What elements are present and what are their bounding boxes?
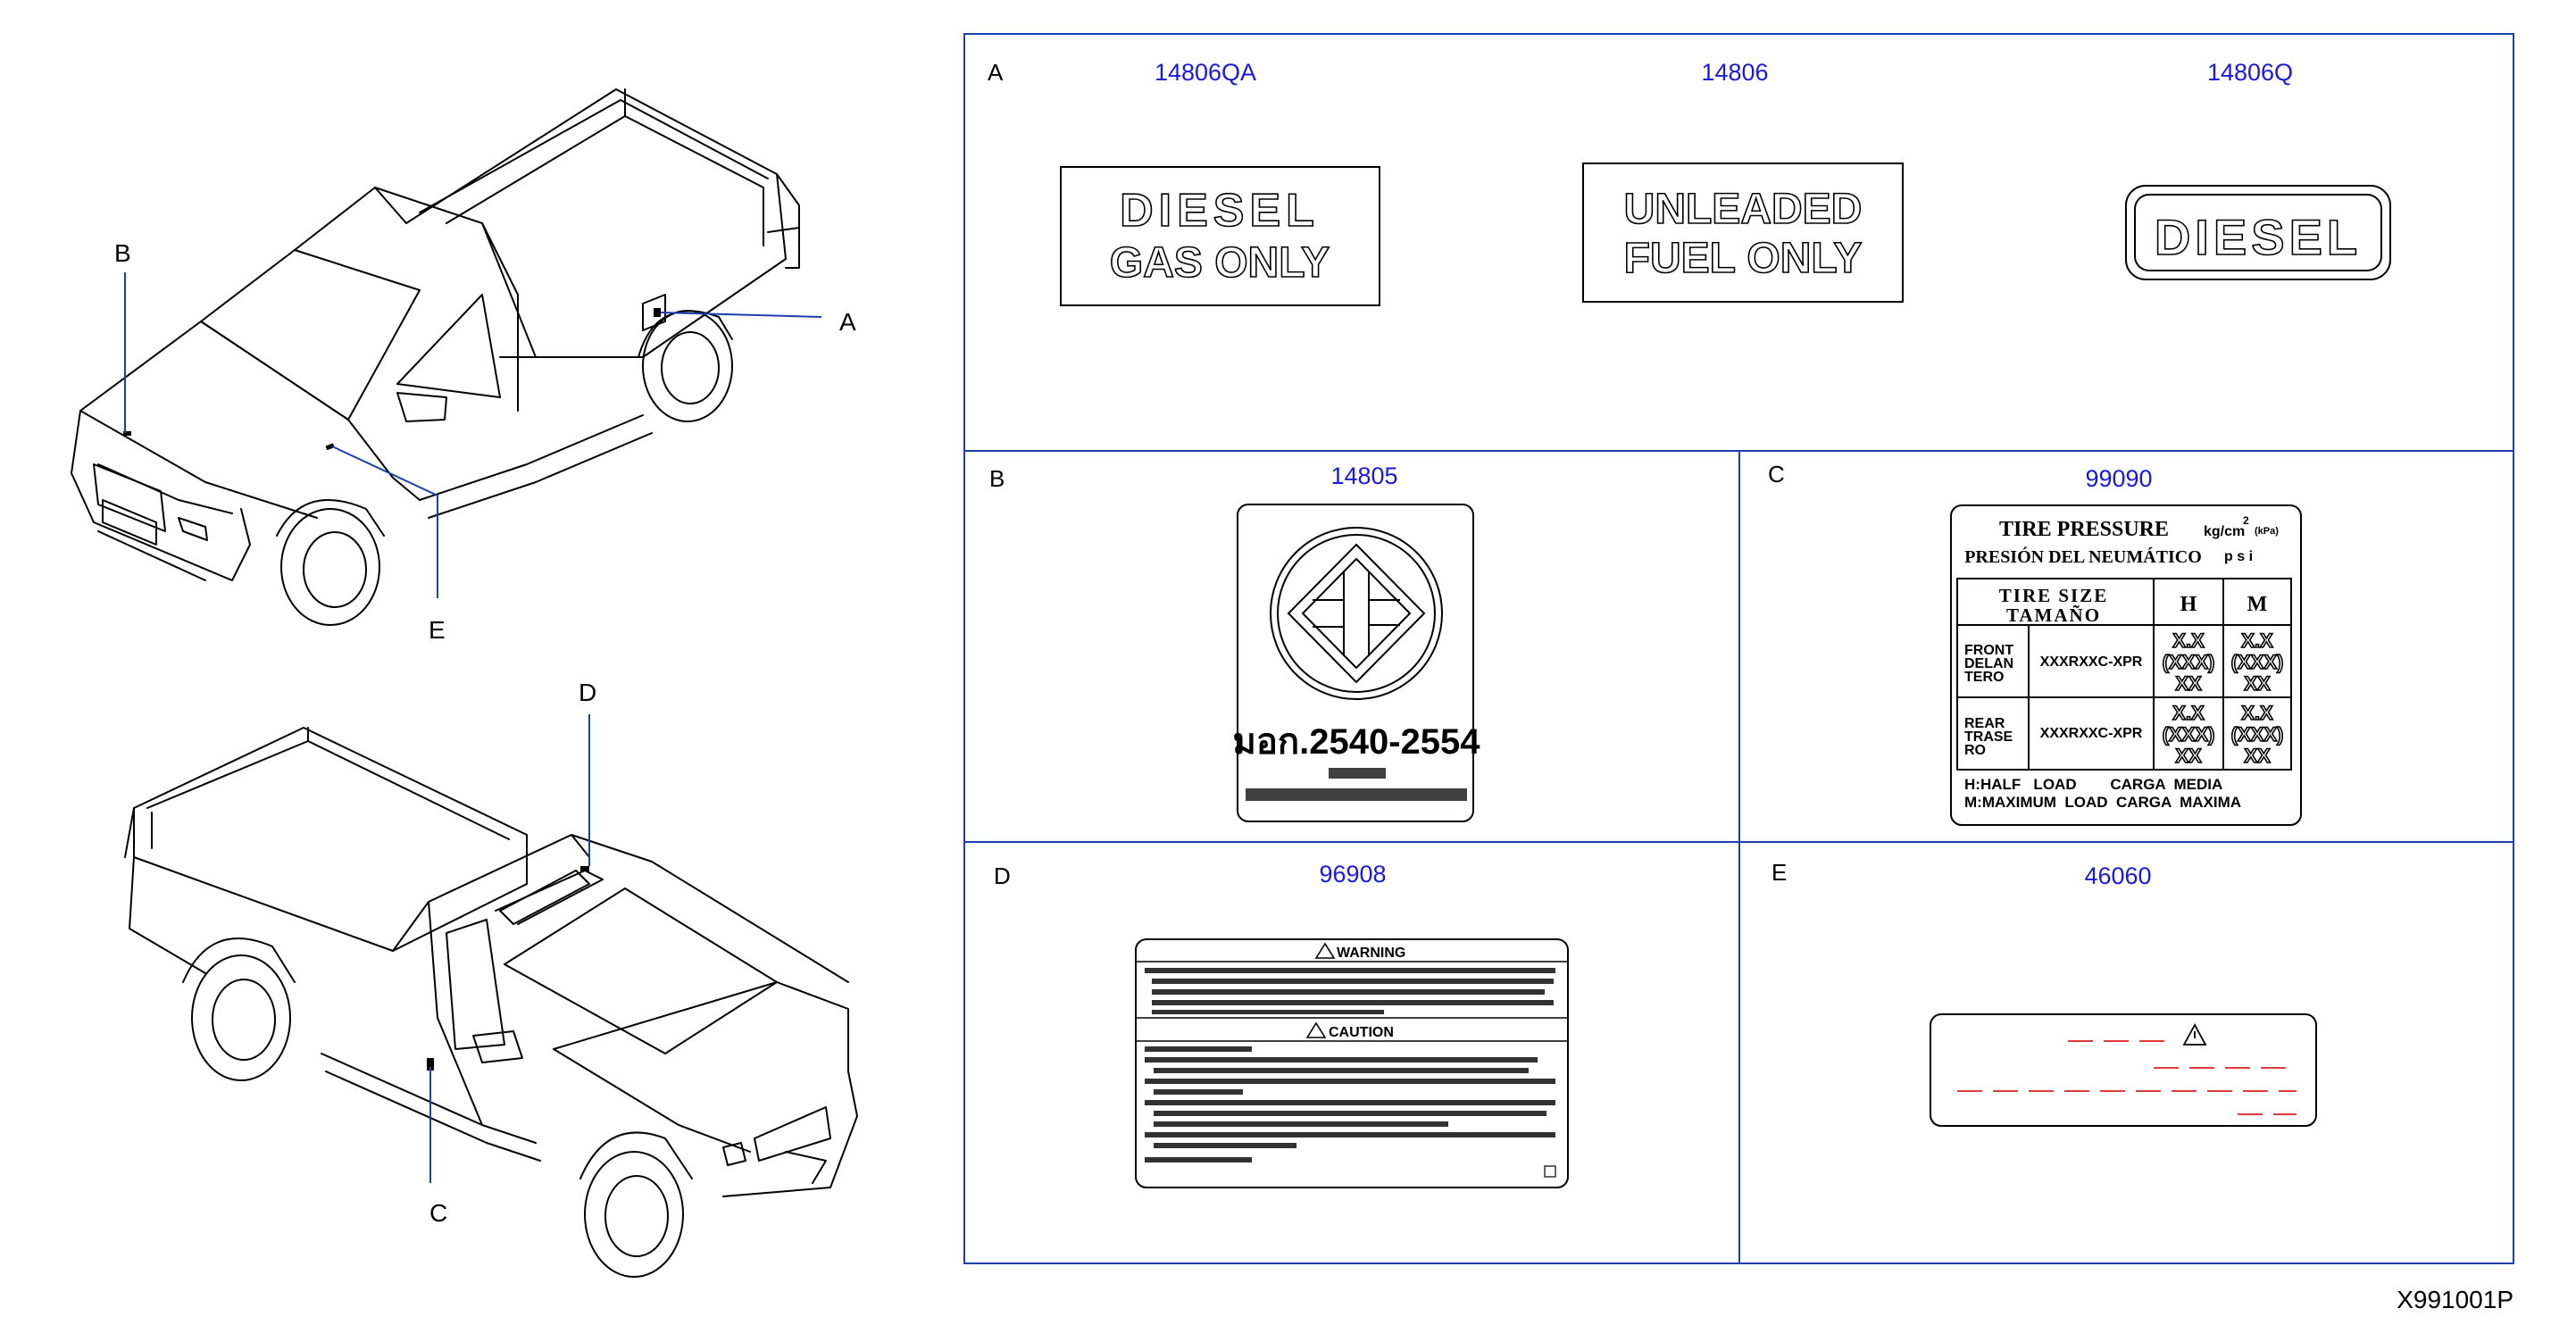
callout-d: D — [579, 679, 596, 706]
tire-title-es: PRESIÓN DEL NEUMÁTICO — [1964, 546, 2202, 567]
panel-e: E 46060 — [1772, 859, 2317, 1127]
col-tire-size-es: TAMAÑO — [2006, 604, 2101, 626]
label-placeholder-lines — [1957, 1040, 2297, 1115]
panel-b: B 14805 มอก.2540-2554 — [989, 462, 1480, 822]
leader-a — [660, 312, 822, 318]
callout-a: A — [839, 308, 856, 336]
label-b-marker — [123, 431, 131, 436]
panel-grid — [963, 33, 2514, 1264]
panel-a: A 14806QA 14806 14806Q DIESEL GAS ONLY U… — [988, 59, 2391, 306]
panel-d: D 96908 WARNING CAUTION — [994, 861, 1569, 1188]
front-h-bot: XX — [2175, 672, 2202, 695]
warning-body-lines — [1145, 968, 1555, 1014]
col-h: H — [2180, 593, 2197, 616]
tire-label-outline — [1950, 504, 2302, 826]
col-m: M — [2247, 593, 2268, 616]
label2-line1: UNLEADED — [1624, 186, 1863, 233]
part-number-46060: 46060 — [2084, 862, 2151, 889]
label2-line2: FUEL ONLY — [1624, 235, 1863, 282]
part-number-14806qa: 14806QA — [1155, 59, 1256, 86]
callout-e: E — [429, 616, 446, 644]
pressure-values: X.X (XXX) XX X.X (XXX) XX X.X (XXX) XX X… — [2162, 629, 2284, 768]
col-tire-size: TIRE SIZE — [1999, 585, 2108, 606]
label-c-marker — [427, 1058, 434, 1071]
row-front-2: DELAN — [1964, 656, 2013, 671]
unit-kpa: (kPa) — [2255, 526, 2279, 537]
panel-e-letter: E — [1772, 859, 1787, 886]
front-m-top: X.X — [2241, 629, 2273, 652]
rear-h-top: X.X — [2172, 702, 2205, 724]
callout-c: C — [429, 1199, 447, 1227]
part-number-14806: 14806 — [1701, 59, 1768, 86]
label-diesel-gas-only: DIESEL GAS ONLY — [1060, 166, 1380, 306]
front-h-mid: (XXX) — [2163, 651, 2215, 673]
label-d-marker — [580, 866, 589, 871]
label-a-marker — [654, 308, 661, 317]
row-rear-3: RO — [1964, 743, 1986, 758]
warning-triangle-icon — [1314, 942, 1336, 959]
panel-c: C 99090 TIRE PRESSURE PRESIÓN DEL NEUMÁT… — [1768, 461, 2302, 826]
truck-rear-view — [124, 727, 858, 1278]
front-m-bot: XX — [2244, 672, 2271, 695]
unit-psi: p s i — [2224, 549, 2253, 564]
panel-a-letter: A — [988, 59, 1004, 86]
warning-label-outline — [1135, 938, 1569, 1188]
label-e-marker — [325, 443, 335, 451]
unit-kgcm: kg/cm — [2204, 524, 2245, 539]
rear-m-mid: (XXX) — [2231, 723, 2284, 746]
tire-table — [1956, 578, 2292, 771]
row-rear-1: REAR — [1964, 716, 2005, 731]
caution-label-outline — [1930, 1013, 2317, 1127]
diagram-code: X991001P — [2397, 1286, 2513, 1313]
note-maximum-load: M:MAXIMUM LOAD CARGA MAXIMA — [1964, 794, 2241, 811]
caution-body-lines — [1145, 1046, 1556, 1178]
label3-line1: DIESEL — [2155, 209, 2362, 265]
callout-b: B — [114, 239, 131, 267]
part-number-14806q: 14806Q — [2207, 59, 2293, 86]
label-diesel: DIESEL — [2125, 185, 2391, 280]
thai-text-line1 — [1329, 768, 1386, 779]
caution-triangle-icon — [1305, 1021, 1327, 1038]
warning-heading: WARNING — [1314, 942, 1405, 961]
label-unleaded-fuel-only: UNLEADED FUEL ONLY — [1582, 162, 1904, 303]
row-rear-2: TRASE — [1964, 729, 2013, 745]
row-front-1: FRONT — [1964, 643, 2013, 658]
size-rear: XXXRXXC-XPR — [2040, 726, 2143, 741]
size-front: XXXRXXC-XPR — [2040, 654, 2143, 670]
thai-text-line2 — [1246, 788, 1467, 801]
warning-title: WARNING — [1337, 946, 1405, 961]
panel-b-letter: B — [989, 465, 1005, 492]
panel-d-letter: D — [994, 862, 1011, 889]
front-h-top: X.X — [2172, 629, 2205, 652]
note-half-load: H:HALF LOAD CARGA MEDIA — [1964, 776, 2222, 793]
leader-e — [331, 446, 438, 598]
front-m-mid: (XXX) — [2231, 651, 2284, 673]
part-number-14805: 14805 — [1330, 462, 1397, 489]
part-number-96908: 96908 — [1319, 861, 1386, 888]
rear-h-bot: XX — [2175, 745, 2202, 767]
panel-c-letter: C — [1768, 461, 1785, 488]
unit-superscript: 2 — [2243, 514, 2249, 527]
caution-heading: CAUTION — [1305, 1021, 1394, 1040]
rear-m-bot: XX — [2244, 745, 2271, 767]
caution-title: CAUTION — [1329, 1025, 1394, 1040]
truck-front-view — [71, 88, 800, 626]
part-number-99090: 99090 — [2085, 465, 2152, 492]
tisi-emblem — [1270, 527, 1443, 700]
label1-line2: GAS ONLY — [1110, 239, 1330, 287]
warning-triangle-icon — [2182, 1023, 2207, 1046]
rear-h-mid: (XXX) — [2163, 723, 2215, 746]
rear-m-top: X.X — [2241, 702, 2273, 724]
tisi-standard-number: มอก.2540-2554 — [1232, 722, 1480, 762]
row-front-3: TERO — [1964, 670, 2004, 685]
label1-line1: DIESEL — [1120, 185, 1320, 237]
tire-title: TIRE PRESSURE — [1999, 518, 2169, 541]
